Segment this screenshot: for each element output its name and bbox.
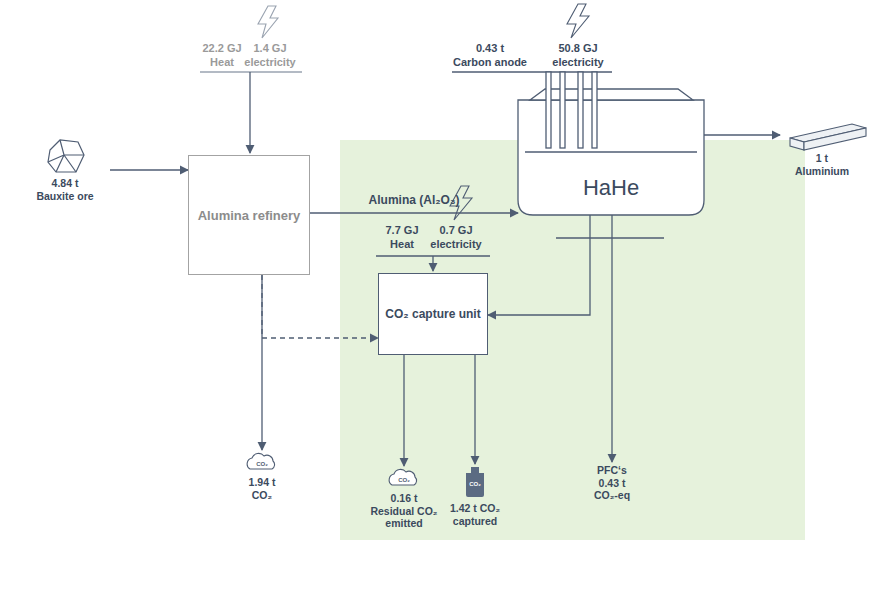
emission-item: PFC‘s0.43 tCO₂-eq: [580, 462, 644, 507]
lightning-icon: [567, 4, 589, 38]
input-quantity: electricity: [244, 56, 295, 69]
emission-item: 1.94 tCO₂: [230, 450, 294, 501]
input-quantity: 50.8 GJ: [558, 42, 597, 55]
input-arrow: [432, 256, 433, 271]
input-quantity: 7.7 GJ: [385, 224, 418, 237]
input-item: 4.84 tBauxite ore: [20, 135, 110, 205]
icon-text: CO₂: [256, 461, 268, 468]
node-text: PFC‘s: [597, 464, 627, 477]
flow-arrow: [262, 275, 378, 338]
bauxite-icon: [48, 140, 84, 172]
node-text: 0.16 t: [391, 492, 418, 505]
flow-arrow: [403, 355, 404, 466]
emission-item: 0.16 tResidual CO₂ emitted: [368, 466, 440, 530]
flow-arrow: [488, 215, 590, 315]
input-arrow: [249, 72, 250, 153]
input-bar: [452, 71, 612, 72]
node-text: 1.42 t CO₂ captured: [444, 502, 506, 527]
electrolysis-cell-node: HaHe: [518, 88, 704, 215]
bottle-icon: [466, 467, 484, 497]
node-text: Aluminium: [795, 165, 849, 178]
input-quantity: 0.43 t: [476, 42, 504, 55]
input-quantity: Heat: [390, 238, 414, 251]
node-text: 0.43 t: [599, 477, 626, 490]
input-quantity: Heat: [210, 56, 234, 69]
node-text: 4.84 t: [52, 177, 79, 190]
input-quantity: electricity: [552, 56, 603, 69]
flow-arrow: [261, 275, 262, 450]
process-box: CO₂ capture unit: [378, 273, 488, 355]
output-item: 1.42 t CO₂ captured: [444, 464, 506, 527]
output-bar: [556, 237, 664, 238]
icon-text: CO₂: [398, 477, 410, 484]
input-bar: [200, 71, 302, 72]
input-quantity: 1.4 GJ: [253, 42, 286, 55]
input-quantity: electricity: [430, 238, 481, 251]
cloud-icon: [389, 469, 416, 485]
flow-arrow: [611, 215, 612, 462]
input-quantity: Carbon anode: [453, 56, 527, 69]
node-text: Bauxite ore: [36, 190, 93, 203]
lightning-icon: [258, 6, 278, 38]
process-box: Alumina refinery: [188, 155, 310, 275]
node-text: 1.94 t: [249, 476, 276, 489]
ingot-icon: [790, 124, 866, 150]
output-item: 1 tAluminium: [780, 112, 864, 177]
input-quantity: 22.2 GJ: [202, 42, 241, 55]
input-quantity: 0.7 GJ: [439, 224, 472, 237]
flow-arrow: [474, 355, 475, 464]
node-text: Residual CO₂ emitted: [368, 505, 440, 530]
edge-label: Alumina (Al₂O₃): [369, 193, 460, 207]
electrolysis-cell: [518, 72, 704, 215]
flow-arrow: [704, 134, 780, 135]
cloud-icon: [247, 453, 274, 469]
icon-text: CO₂: [469, 481, 481, 488]
node-text: 1 t: [816, 152, 828, 165]
flow-arrow: [310, 212, 518, 213]
node-text: CO₂ capture unit: [385, 307, 480, 321]
node-text: Alumina refinery: [198, 208, 301, 223]
node-text: CO₂-eq: [594, 489, 630, 502]
flow-arrow: [110, 169, 188, 170]
node-text: HaHe: [583, 175, 639, 201]
node-text: CO₂: [252, 489, 272, 502]
